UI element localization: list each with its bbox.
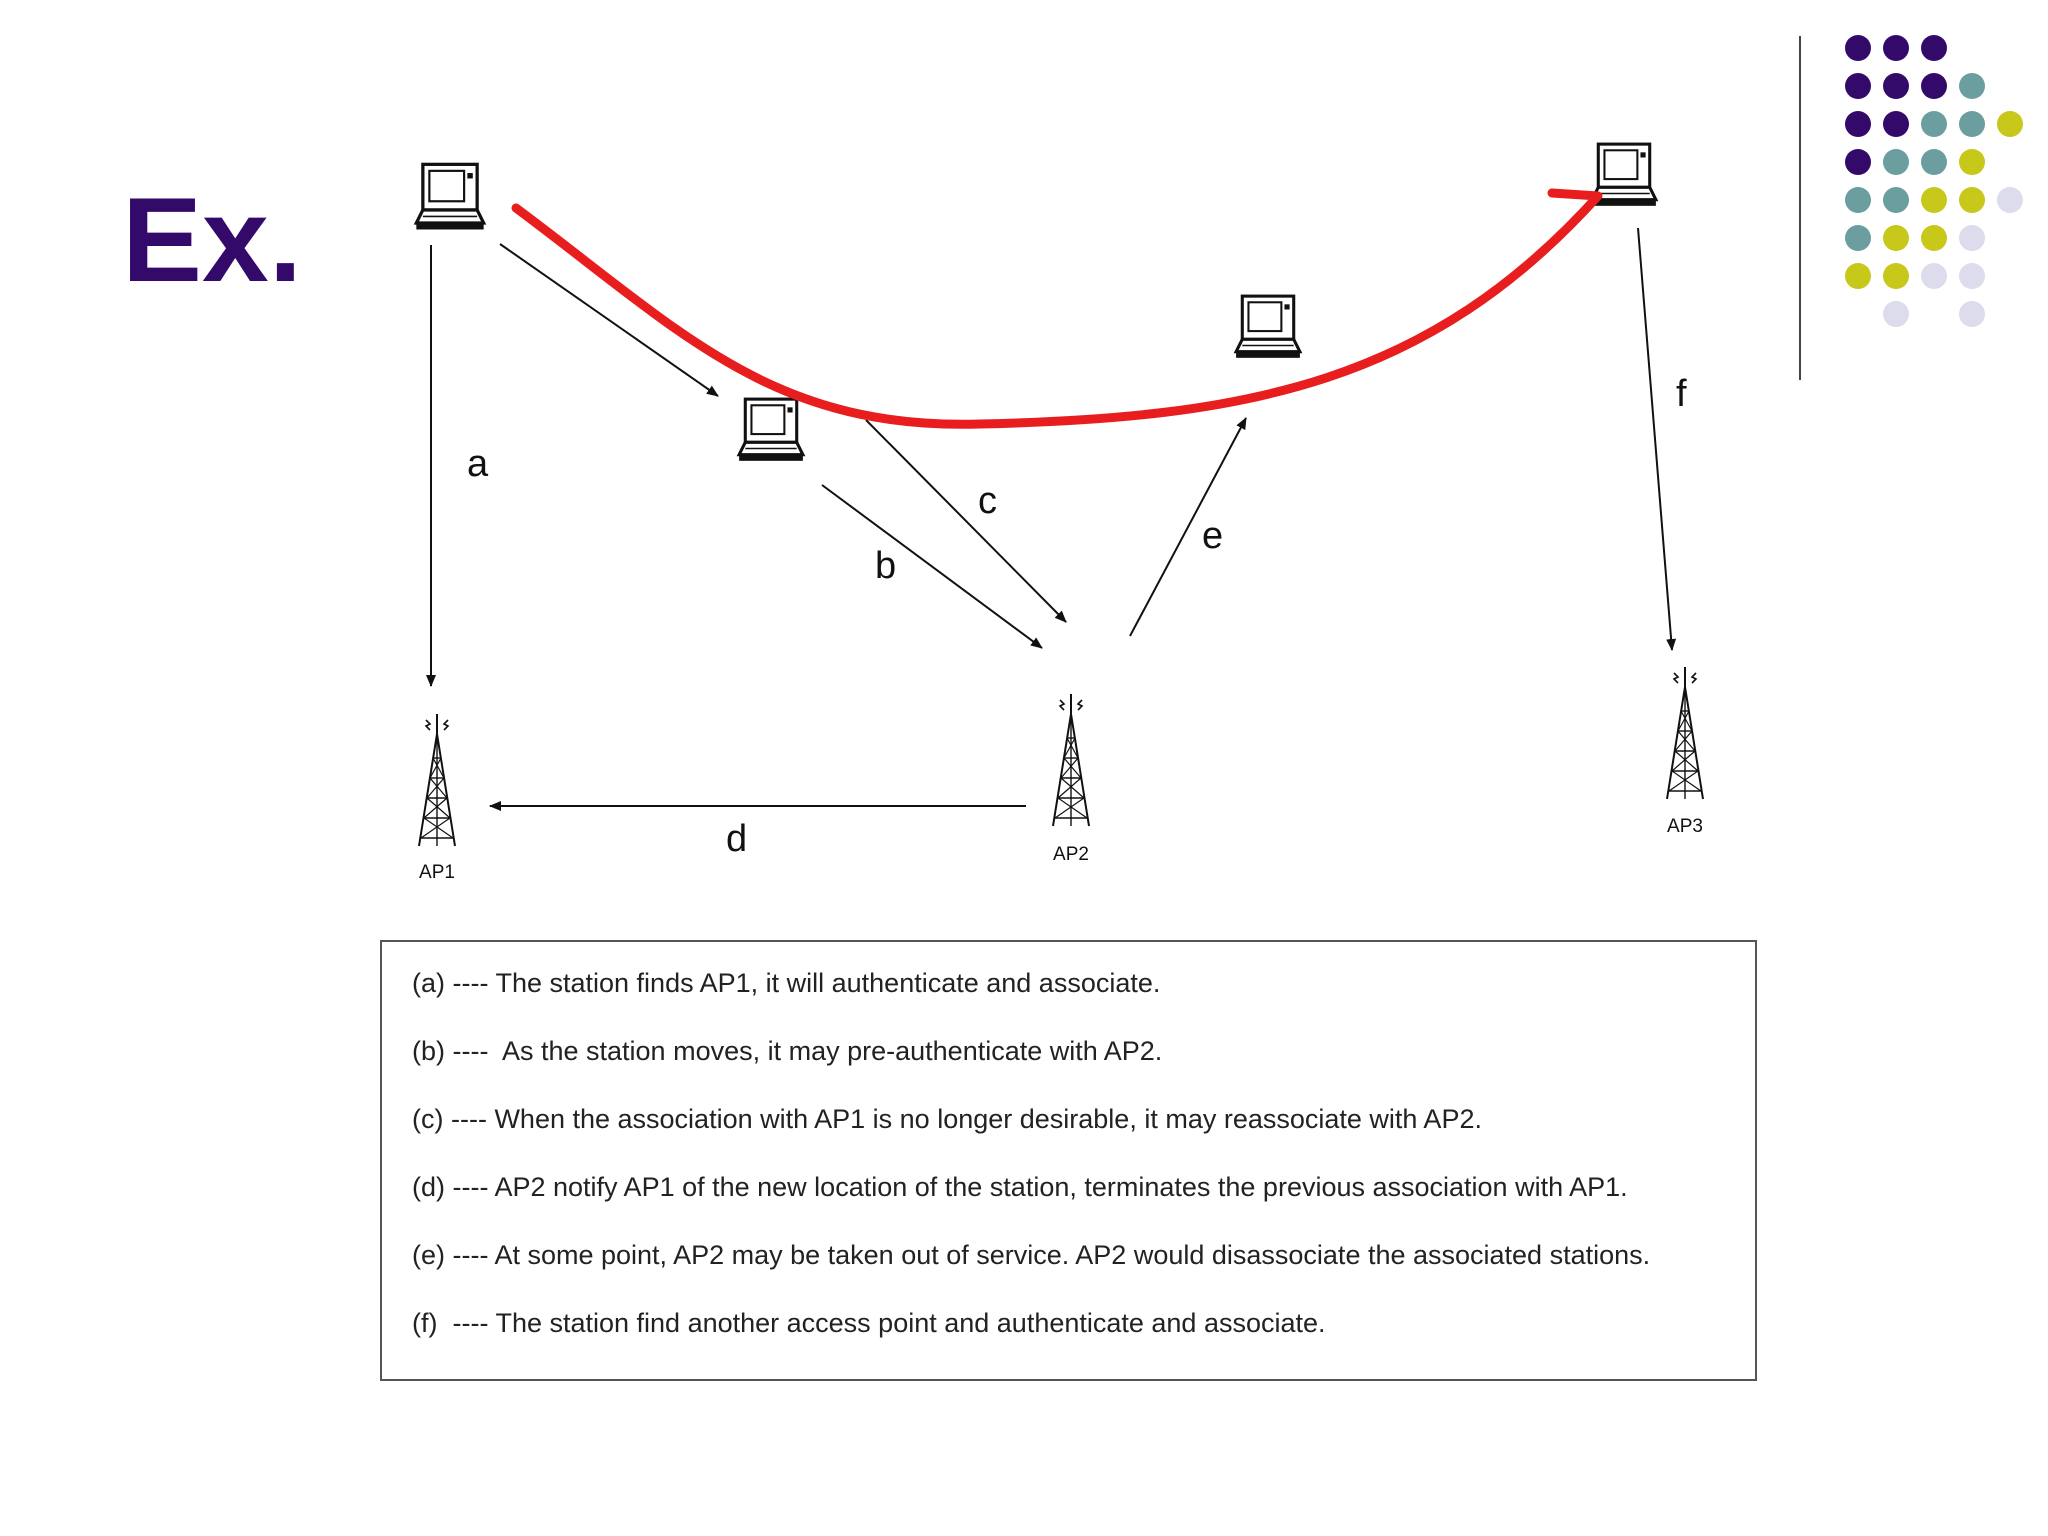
laptop-icon: [414, 162, 486, 232]
decorative-dot: [1883, 73, 1909, 99]
legend-item-b: (b) ---- As the station moves, it may pr…: [412, 1036, 1163, 1066]
roaming-path: [511, 188, 1603, 429]
decorative-dot: [1921, 111, 1947, 137]
arrow-e: [1129, 417, 1247, 637]
decorative-dot: [1845, 225, 1871, 251]
legend-item-f: (f) ---- The station find another access…: [412, 1308, 1326, 1338]
decorative-dot: [1921, 263, 1947, 289]
decorative-dot: [1921, 149, 1947, 175]
decorative-dot: [1959, 225, 1985, 251]
ap1-label: AP1: [419, 862, 455, 883]
decorative-dot: [1959, 301, 1985, 327]
arrow-pre-move: [499, 243, 719, 397]
arrow-a-label: a: [467, 443, 489, 485]
decorative-dot: [1921, 187, 1947, 213]
arrow-b-label: b: [875, 545, 896, 587]
antenna-tower-icon: [1666, 666, 1704, 800]
arrow-b: [821, 484, 1043, 649]
decorative-dot: [1845, 263, 1871, 289]
decorative-dot: [1959, 187, 1985, 213]
laptop-icon: [1234, 294, 1302, 360]
arrow-c: [865, 419, 1067, 623]
arrow-c-label: c: [978, 480, 997, 522]
decorative-dot: [1883, 111, 1909, 137]
decorative-dot: [1883, 149, 1909, 175]
decorative-dot: [1883, 263, 1909, 289]
decorative-dot: [1845, 73, 1871, 99]
decorative-dot: [1883, 187, 1909, 213]
decorative-dot: [1845, 35, 1871, 61]
decorative-dot: [1845, 149, 1871, 175]
decorative-dot: [1959, 149, 1985, 175]
decorative-dot: [1921, 35, 1947, 61]
decorative-dot: [1959, 111, 1985, 137]
legend-item-d: (d) ---- AP2 notify AP1 of the new locat…: [412, 1172, 1628, 1202]
arrow-d-label: d: [726, 818, 747, 860]
decorative-dot: [1959, 73, 1985, 99]
decorative-dot: [1997, 187, 2023, 213]
decorative-dot: [1921, 225, 1947, 251]
antenna-tower-icon: [1052, 693, 1090, 827]
laptop-icon: [737, 397, 805, 463]
legend-item-c: (c) ---- When the association with AP1 i…: [412, 1104, 1482, 1134]
decorative-dot: [1883, 35, 1909, 61]
antenna-tower-icon: [418, 713, 456, 847]
decorative-dot: [1997, 111, 2023, 137]
arrow-e-label: e: [1202, 515, 1223, 557]
decorative-dot: [1883, 301, 1909, 327]
decorative-dot-grid: [1845, 35, 2023, 327]
legend-item-e: (e) ---- At some point, AP2 may be taken…: [412, 1240, 1651, 1270]
legend-item-a: (a) ---- The station finds AP1, it will …: [412, 968, 1161, 998]
decorative-dot: [1921, 73, 1947, 99]
ap2-label: AP2: [1053, 844, 1089, 865]
decorative-dot: [1845, 111, 1871, 137]
slide-title: Ex.: [122, 173, 303, 307]
arrow-f: [1637, 227, 1677, 651]
legend-box: (a) ---- The station finds AP1, it will …: [380, 940, 1757, 1381]
ap3-label: AP3: [1667, 816, 1703, 837]
decorative-dot: [1883, 225, 1909, 251]
arrow-f-label: f: [1676, 373, 1687, 415]
decorative-dot: [1959, 263, 1985, 289]
decorative-dot: [1845, 187, 1871, 213]
